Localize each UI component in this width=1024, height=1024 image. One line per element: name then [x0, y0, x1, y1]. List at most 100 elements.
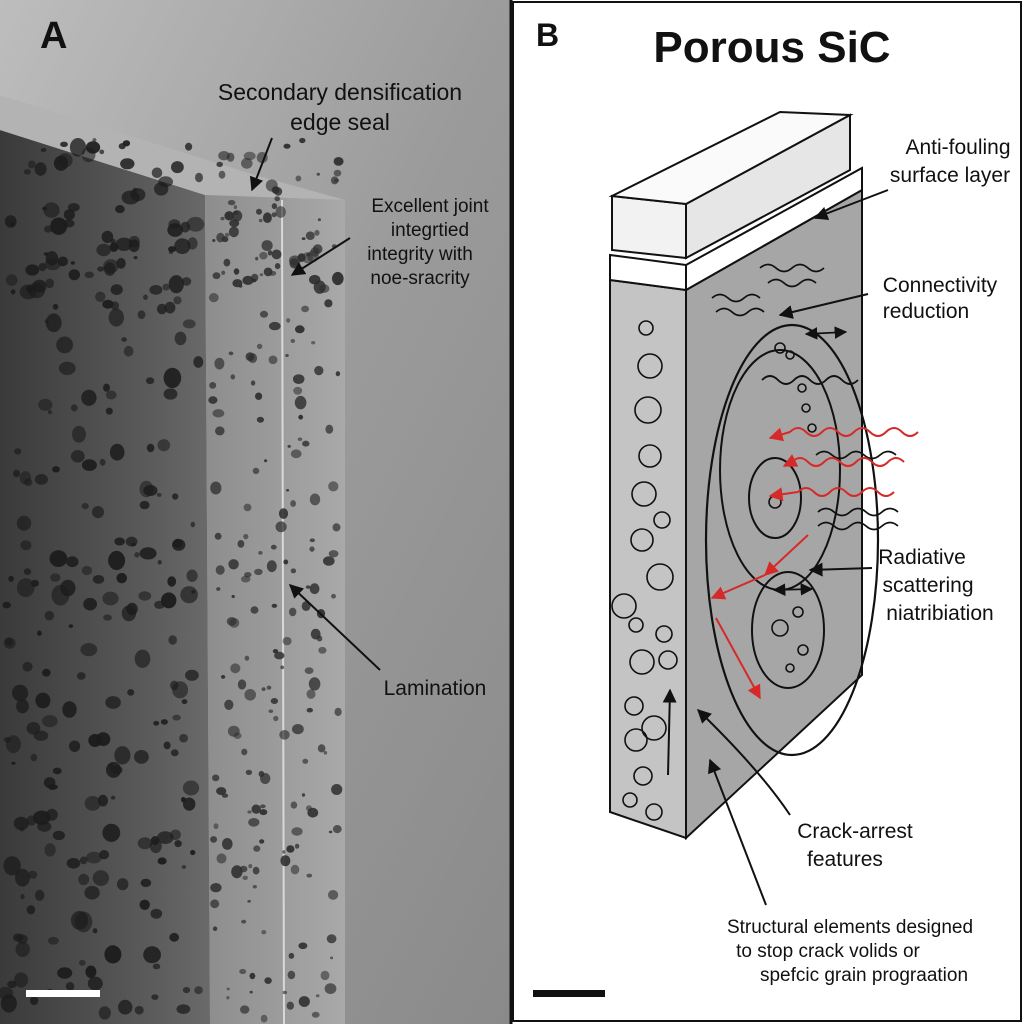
pore — [323, 556, 335, 566]
pore — [180, 221, 191, 233]
pore — [139, 500, 150, 510]
pore — [57, 967, 73, 979]
pore — [266, 560, 277, 573]
pore — [223, 258, 231, 267]
pore — [295, 325, 305, 334]
pore — [297, 437, 303, 441]
pore — [160, 719, 168, 725]
pore — [182, 987, 191, 994]
pore — [163, 388, 178, 400]
pore — [137, 837, 153, 850]
crack-arrest-label-line1: Crack-arrest — [797, 820, 913, 843]
contour-outer — [704, 323, 880, 757]
pore — [331, 784, 343, 795]
pore — [20, 894, 25, 900]
pore — [228, 226, 239, 238]
pore — [146, 443, 155, 453]
pore — [120, 158, 135, 170]
pore — [186, 569, 198, 582]
block-pore — [629, 649, 655, 675]
pore — [314, 229, 320, 236]
pore — [299, 137, 306, 144]
pore — [19, 826, 25, 832]
pore — [226, 996, 230, 1000]
pore — [214, 532, 222, 540]
pore — [229, 618, 240, 628]
pore — [70, 404, 78, 412]
pore — [331, 593, 336, 599]
radiative-label-line3: niatribiation — [886, 602, 993, 625]
interlayer-side — [685, 166, 863, 292]
pore — [210, 899, 220, 909]
pore — [298, 942, 308, 950]
pore — [84, 885, 100, 900]
pore — [304, 667, 314, 674]
block-pore — [645, 803, 663, 821]
pore — [66, 858, 81, 869]
pore — [68, 269, 81, 281]
pore — [301, 237, 306, 241]
chain-pore-5 — [807, 423, 817, 433]
double-arrow-scattering — [772, 583, 814, 596]
pore — [283, 559, 289, 565]
pore — [264, 977, 272, 984]
pore — [84, 796, 101, 811]
pore — [292, 724, 304, 735]
pore — [101, 230, 114, 244]
pore — [182, 780, 200, 796]
pore — [241, 919, 247, 924]
pore — [118, 999, 133, 1015]
wave-black-4 — [715, 307, 765, 317]
pore — [185, 669, 199, 681]
pore — [65, 982, 75, 991]
pore — [275, 521, 287, 533]
pore — [68, 624, 74, 628]
red-arrow-2 — [782, 454, 799, 467]
pore — [195, 172, 203, 183]
pore — [182, 319, 196, 329]
crack-arrest-arrow — [696, 709, 791, 816]
pore — [286, 318, 291, 323]
pore — [308, 677, 321, 691]
pore — [241, 748, 248, 756]
pore — [326, 934, 337, 944]
pore — [151, 167, 163, 179]
pore — [52, 303, 59, 310]
pore — [259, 809, 268, 816]
pore — [290, 449, 302, 459]
panel-b: B Porous SiC — [533, 17, 1011, 997]
pore — [221, 675, 226, 679]
pore — [280, 855, 291, 867]
pores — [0, 137, 344, 1023]
pore — [69, 740, 81, 752]
pore — [118, 143, 126, 150]
contour-inner — [748, 457, 802, 539]
pore — [285, 354, 289, 357]
block-pore — [624, 728, 648, 752]
pore — [8, 575, 14, 582]
pore — [2, 601, 11, 609]
pore — [274, 651, 285, 660]
pore — [226, 987, 230, 991]
pore — [190, 521, 196, 528]
pore — [102, 299, 114, 309]
pore — [186, 216, 205, 232]
lower-pore-3 — [797, 644, 809, 656]
pore — [28, 870, 38, 879]
pore — [108, 550, 126, 571]
joint-label-line4: noe-sracrity — [370, 268, 470, 289]
pore — [92, 575, 105, 584]
pore — [231, 594, 235, 599]
pore — [11, 761, 16, 765]
pore — [256, 343, 263, 350]
pore — [58, 361, 76, 375]
pore — [295, 175, 302, 182]
pore — [180, 586, 198, 604]
pore — [301, 793, 306, 797]
pore — [92, 870, 110, 886]
pore — [210, 883, 222, 893]
structural-label-line1: Structural elements designed — [727, 917, 973, 938]
pore — [267, 250, 273, 256]
pore — [222, 838, 233, 850]
pore — [104, 945, 122, 964]
